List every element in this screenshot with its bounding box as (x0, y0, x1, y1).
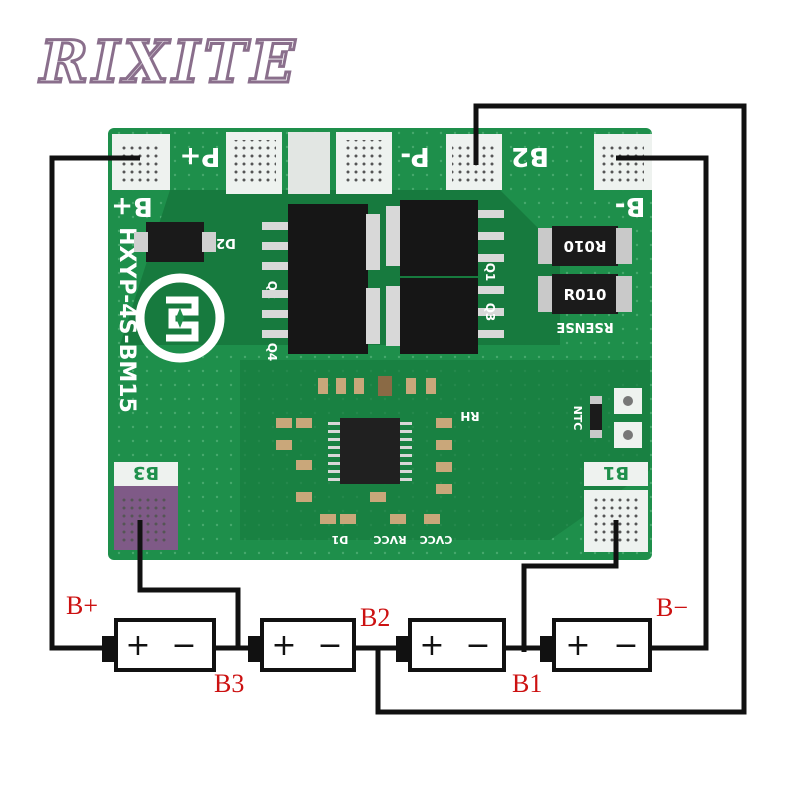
cell-2-minus: − (317, 628, 342, 663)
wires (49, 103, 747, 715)
cell-2-plus: + (271, 628, 296, 663)
label-q4: Q4 (265, 343, 279, 362)
battery-cell-4: + − (540, 618, 652, 672)
wire-label-b3: B3 (214, 669, 244, 698)
wire-label-b-minus: B− (656, 593, 688, 622)
mosfet-q4: Q4 (262, 278, 380, 361)
label-cvcc: CVCC (420, 533, 453, 546)
label-b2-pad: B2 (511, 141, 549, 171)
cell-4-plus: + (565, 628, 590, 663)
wire-label-b-plus: B+ (66, 591, 98, 620)
ic-controller (328, 418, 412, 484)
pad-b3: B3 (114, 462, 178, 550)
mosfet-q1: Q1 (386, 200, 504, 281)
cell-1-plus: + (125, 628, 150, 663)
label-r010-top: R010 (564, 237, 607, 255)
label-d2: D2 (216, 235, 236, 250)
label-rh: RH (460, 409, 479, 423)
label-b1-pad: B1 (603, 462, 629, 483)
pad-b-minus (594, 134, 652, 190)
pad-p-plus-2 (226, 132, 282, 194)
ntc-sensor: NTC (571, 388, 642, 448)
label-q1: Q1 (483, 263, 497, 282)
pad-center (288, 132, 392, 194)
cell-4-minus: − (613, 628, 638, 663)
label-q3: Q3 (483, 303, 497, 322)
label-p-plus: P+ (180, 141, 221, 171)
label-b-plus-pad: B+ (111, 191, 153, 221)
cell-3-plus: + (419, 628, 444, 663)
battery-cell-1: + − (102, 618, 216, 672)
label-ntc: NTC (571, 406, 584, 431)
wire-label-b2: B2 (360, 603, 390, 632)
label-b3-pad: B3 (133, 462, 159, 483)
board-logo (135, 273, 225, 363)
diode-d2: D2 (134, 222, 236, 262)
resistor-r010-top: R010 (538, 226, 632, 266)
watermark-logo: RIXITE (39, 27, 299, 98)
label-r010-bottom: R010 (564, 286, 607, 304)
label-d1: D1 (332, 533, 349, 546)
cell-3-minus: − (465, 628, 490, 663)
board-model: HXYP-4S-BM15 (114, 227, 139, 413)
pad-p-plus (112, 134, 170, 190)
wire-label-b1: B1 (512, 669, 542, 698)
resistor-r010-bottom: R010 (538, 274, 632, 314)
label-rvcc: RVCC (373, 533, 406, 546)
cell-1-minus: − (171, 628, 196, 663)
label-b-minus-pad: B- (615, 191, 646, 221)
label-p-minus: P- (400, 141, 429, 171)
smd-parts (276, 376, 452, 524)
mosfet-q3: Q3 (386, 278, 504, 354)
battery-cell-3: + − (396, 618, 506, 672)
label-rsense: RSENSE (556, 319, 613, 334)
battery-cell-2: + − (248, 618, 356, 672)
